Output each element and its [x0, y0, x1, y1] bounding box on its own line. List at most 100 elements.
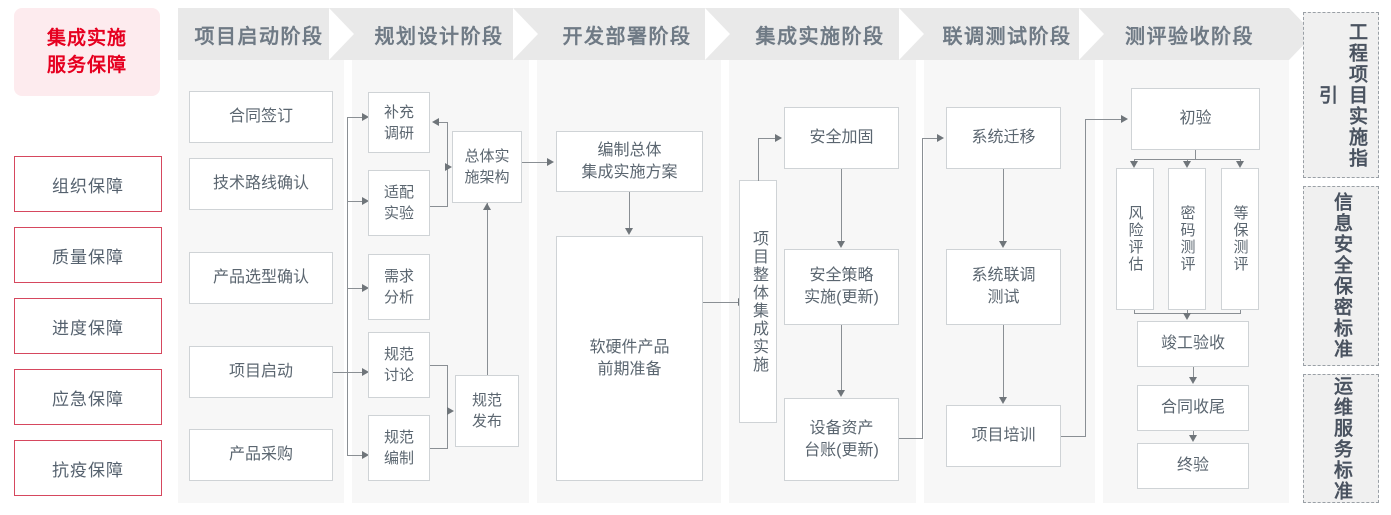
phase-header-acceptance[interactable]: 测评验收阶段 [1079, 8, 1314, 60]
node-label-line1: 编制总体 [597, 141, 662, 159]
node-project-kickoff[interactable]: 项目启动 [189, 346, 333, 398]
standard-panel-ops-service[interactable]: 运维服务标准 [1303, 374, 1379, 503]
node-compile-overall-integration-plan[interactable]: 编制总体集成实施方案 [556, 131, 703, 192]
connector-training-to-preliminary-v [1085, 119, 1086, 437]
phase-header-label: 规划设计阶段 [374, 25, 504, 48]
arrow-down-icon [1183, 313, 1191, 320]
connector-merge-right [1240, 310, 1241, 314]
node-label-line2: 台账(更新) [804, 441, 879, 459]
arrow-right-icon [775, 134, 782, 142]
node-equipment-asset-ledger[interactable]: 设备资产台账(更新) [784, 398, 899, 481]
connector-spec-release-to-arch [487, 203, 488, 375]
node-security-hardening[interactable]: 安全加固 [784, 107, 899, 169]
node-label-line1: 需求 [383, 268, 414, 285]
guarantee-item-2[interactable]: 进度保障 [14, 298, 162, 354]
node-tech-route-confirm[interactable]: 技术路线确认 [189, 158, 333, 210]
connector-arch-to-plan [522, 162, 548, 163]
phase-header-joint-test[interactable]: 联调测试阶段 [899, 8, 1129, 60]
arrow-down-icon [1236, 161, 1244, 168]
connector-plan-to-preparation [629, 192, 630, 229]
arrow-right-icon [445, 163, 452, 171]
node-contract-closure[interactable]: 合同收尾 [1137, 385, 1249, 431]
node-system-migration[interactable]: 系统迁移 [946, 107, 1061, 169]
node-overall-implementation-architecture[interactable]: 总体实施架构 [452, 131, 522, 203]
node-hardware-software-preparation[interactable]: 软硬件产品前期准备 [556, 236, 703, 481]
node-preliminary-acceptance[interactable]: 初验 [1131, 88, 1260, 150]
arrow-right-icon [362, 113, 369, 121]
guarantee-label: 组织保障 [52, 176, 124, 196]
standard-panel-engineering-guideline[interactable]: 工程项目实施指引 [1303, 12, 1379, 178]
guarantee-label: 质量保障 [52, 247, 124, 267]
node-label-line1: 总体实 [464, 148, 510, 165]
guarantee-item-1[interactable]: 质量保障 [14, 227, 162, 283]
node-adaptation-experiment[interactable]: 适配实验 [368, 170, 430, 236]
node-system-joint-test[interactable]: 系统联调测试 [946, 249, 1061, 325]
connector-jointtest-to-training [1003, 325, 1004, 398]
arrow-down-icon [1189, 377, 1197, 384]
standard-label: 工程项目实施指引 [1311, 13, 1371, 177]
phase-header-label: 项目启动阶段 [194, 25, 324, 48]
connector-planning-trunk [347, 117, 348, 455]
guarantee-item-0[interactable]: 组织保障 [14, 156, 162, 212]
chevron-notch-icon [899, 8, 924, 60]
node-overall-project-integration[interactable]: 项目整体集成实施 [739, 180, 777, 423]
node-product-procurement[interactable]: 产品采购 [189, 429, 333, 481]
node-label: 密码测评 [1178, 205, 1196, 273]
node-completion-acceptance[interactable]: 竣工验收 [1137, 321, 1249, 367]
chevron-notch-icon [513, 8, 538, 60]
node-product-selection-confirm[interactable]: 产品选型确认 [189, 252, 333, 304]
node-label: 项目启动 [228, 363, 293, 380]
node-final-acceptance[interactable]: 终验 [1137, 443, 1249, 489]
phase-header-label: 联调测试阶段 [942, 25, 1072, 48]
node-project-training[interactable]: 项目培训 [946, 405, 1061, 467]
connector-integration-to-hardening-h [758, 138, 776, 139]
node-security-policy-implementation[interactable]: 安全策略实施(更新) [784, 249, 899, 325]
lead-title-card: 集成实施 服务保障 [14, 8, 160, 96]
standard-label-text: 信息安全保密标准 [1331, 192, 1352, 360]
standard-label-text: 工程项目实施指引 [1316, 21, 1367, 169]
guarantee-item-4[interactable]: 抗疫保障 [14, 440, 162, 496]
standard-panel-security-confidentiality[interactable]: 信息安全保密标准 [1303, 186, 1379, 366]
node-supplementary-research[interactable]: 补充调研 [368, 92, 430, 153]
connector-policy-to-ledger [841, 325, 842, 391]
node-label-line1: 适配 [383, 184, 414, 201]
node-label-line2: 发布 [471, 413, 502, 430]
connector-preliminary-stem [1195, 150, 1196, 159]
phase-header-initiation[interactable]: 项目启动阶段 [178, 8, 379, 60]
node-label-line2: 前期准备 [597, 360, 662, 378]
connector-drafting-to-release [430, 448, 448, 449]
node-classified-protection-evaluation[interactable]: 等保测评 [1221, 168, 1259, 310]
node-label: 竣工验收 [1160, 335, 1225, 352]
phase-header-development[interactable]: 开发部署阶段 [513, 8, 755, 60]
guarantee-item-3[interactable]: 应急保障 [14, 369, 162, 425]
node-requirement-analysis[interactable]: 需求分析 [368, 254, 430, 320]
phase-header-planning[interactable]: 规划设计阶段 [329, 8, 563, 60]
node-label: 合同签订 [228, 108, 293, 125]
node-cryptography-evaluation[interactable]: 密码测评 [1168, 168, 1206, 310]
node-label-line1: 补充 [383, 103, 414, 121]
standard-label-text: 运维服务标准 [1331, 375, 1352, 502]
node-label-line1: 规范 [383, 429, 414, 446]
connector-trunk-branch-2 [347, 288, 363, 289]
node-label-line2: 编制 [383, 450, 414, 467]
connector-closure-to-final [1193, 431, 1194, 436]
node-risk-assessment[interactable]: 风险评估 [1116, 168, 1154, 310]
arrow-down-icon [625, 228, 633, 235]
connector-preparation-to-integration [703, 302, 739, 303]
node-spec-drafting[interactable]: 规范编制 [368, 415, 430, 481]
node-label: 项目培训 [971, 427, 1036, 444]
node-contract-signing[interactable]: 合同签订 [189, 91, 333, 143]
connector-ledger-to-migration-h1 [899, 438, 923, 439]
arrow-up-icon [483, 203, 491, 210]
node-spec-release[interactable]: 规范发布 [455, 375, 519, 447]
node-spec-discussion[interactable]: 规范讨论 [368, 332, 430, 398]
arrow-right-icon [362, 197, 369, 205]
connector-ledger-to-migration-h2 [922, 138, 938, 139]
arrow-down-icon [999, 397, 1007, 404]
connector-discussion-to-release [430, 365, 448, 366]
node-label: 产品选型确认 [212, 269, 309, 286]
phase-header-integration[interactable]: 集成实施阶段 [705, 8, 949, 60]
arrow-right-icon [362, 284, 369, 292]
arrow-down-icon [1130, 161, 1138, 168]
connector-kickoff-to-trunk [333, 372, 347, 373]
